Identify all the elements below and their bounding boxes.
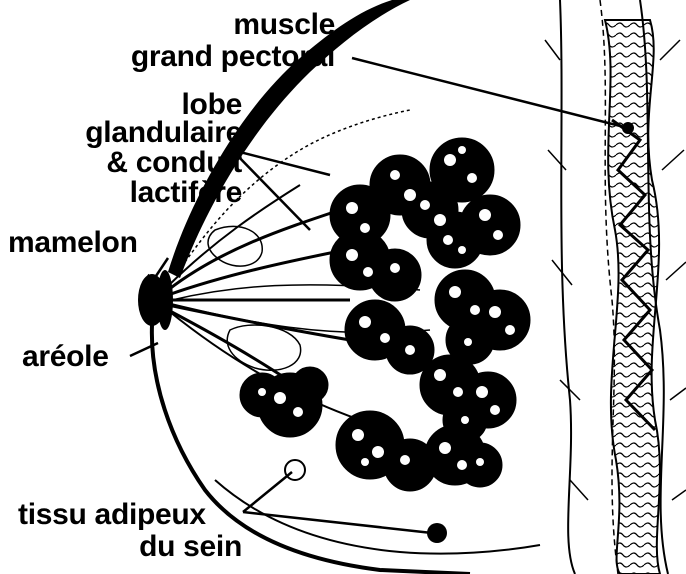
glandular-lobes [240,138,530,491]
breast-lower-contour [215,480,540,554]
pectoral-muscle-fibers [605,20,660,574]
